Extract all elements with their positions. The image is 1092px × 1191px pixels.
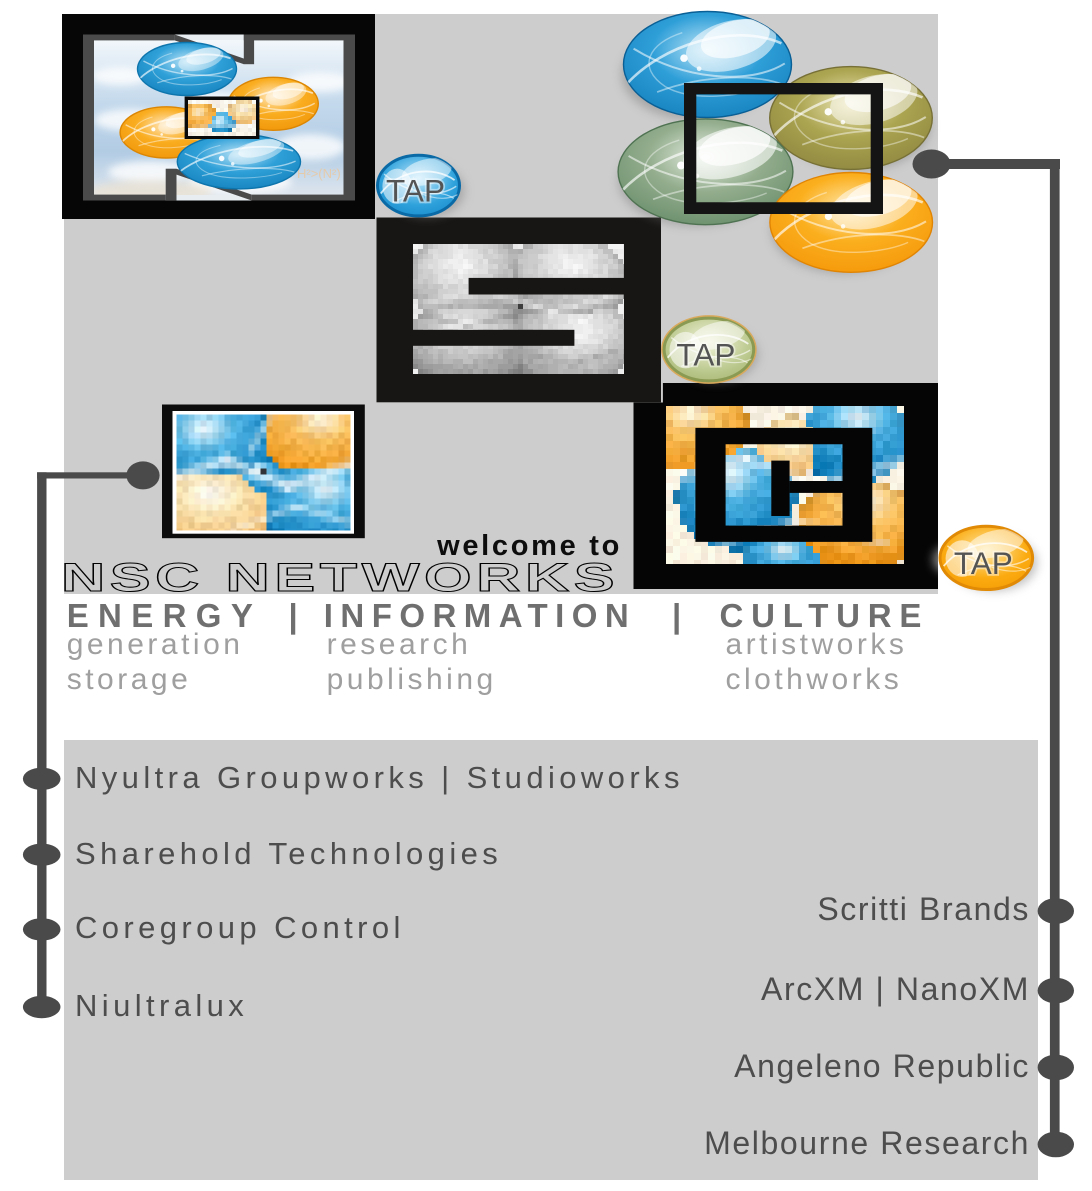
- svg-text:TAP: TAP: [954, 545, 1013, 581]
- svg-text:TAP: TAP: [386, 173, 445, 209]
- svg-text:TAP: TAP: [676, 337, 735, 373]
- svg-text:H²>(N²): H²>(N²): [297, 166, 341, 181]
- svg-text:TAP: TAP: [954, 545, 1013, 581]
- svg-text:TAP: TAP: [386, 173, 445, 209]
- svg-text:NSC NETWORKS: NSC NETWORKS: [61, 555, 619, 600]
- svg-text:TAP: TAP: [676, 337, 735, 373]
